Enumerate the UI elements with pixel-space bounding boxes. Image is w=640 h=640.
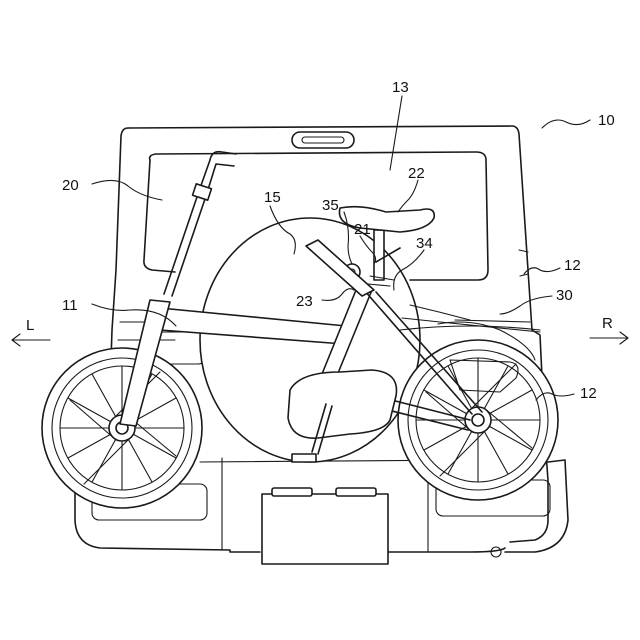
label-35: 35 [322,197,339,214]
label-34: 34 [416,235,433,252]
label-23: 23 [296,293,313,310]
label-15: 15 [264,189,281,206]
label-13: 13 [392,79,409,96]
front-wheel [42,348,202,508]
bicycle [42,152,558,508]
label-22: 22 [408,165,425,182]
label-11: 11 [62,297,78,314]
rear-wheel [398,340,558,500]
label-20: 20 [62,177,79,194]
label-30: 30 [556,287,573,304]
direction-right-label: R [602,315,613,332]
label-21: 21 [354,221,371,238]
label-12-lower: 12 [580,385,597,402]
direction-left-label: L [26,317,34,334]
label-12-upper: 12 [564,257,581,274]
label-10: 10 [598,112,615,129]
